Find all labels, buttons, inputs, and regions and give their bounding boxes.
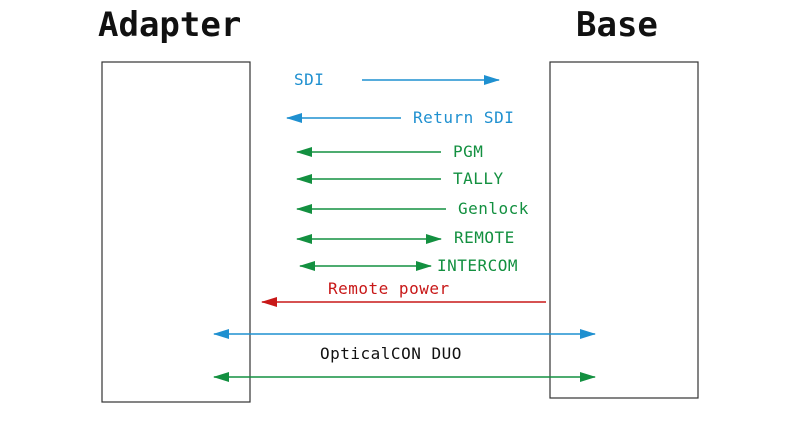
base-box (549, 61, 699, 399)
tally-label: TALLY (453, 169, 504, 188)
return-sdi-label: Return SDI (413, 108, 514, 127)
base-title: Base (576, 5, 658, 45)
adapter-title: Adapter (98, 5, 241, 45)
remote-label: REMOTE (454, 228, 515, 247)
sdi-label: SDI (294, 70, 324, 89)
intercom-label: INTERCOM (437, 256, 518, 275)
opticalcon-label: OpticalCON DUO (320, 344, 462, 363)
genlock-label: Genlock (458, 199, 529, 218)
adapter-box (101, 61, 251, 403)
pgm-label: PGM (453, 142, 483, 161)
remote-power-label: Remote power (328, 279, 450, 298)
